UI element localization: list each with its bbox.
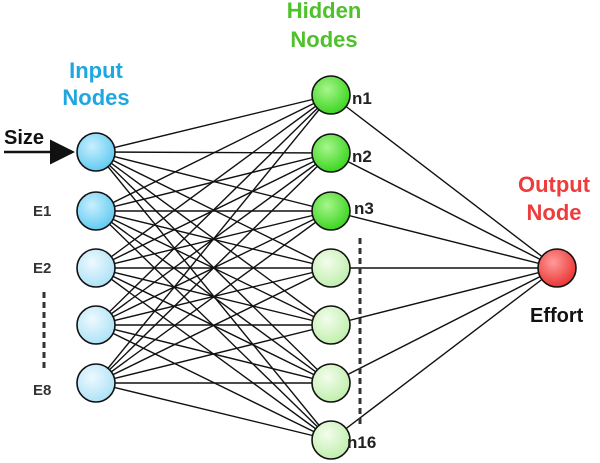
network-nodes xyxy=(76,75,577,460)
n3-label: n3 xyxy=(354,199,374,218)
e1-label: E1 xyxy=(33,203,51,220)
edge-hidden6-output xyxy=(330,267,558,384)
n16-label: n16 xyxy=(347,433,376,452)
hidden-node-6 xyxy=(311,363,351,403)
edge-input5-hidden5 xyxy=(95,324,332,384)
input-node-4 xyxy=(76,305,116,345)
input-node-2 xyxy=(76,191,116,231)
effort-label: Effort xyxy=(530,305,584,327)
hidden-node-3 xyxy=(311,191,351,231)
edge-input5-hidden4 xyxy=(95,267,332,384)
input-header-line2: Nodes xyxy=(62,85,129,110)
edge-input5-hidden1 xyxy=(95,94,332,384)
edge-hidden2-output xyxy=(330,152,558,269)
output-header-line2: Node xyxy=(527,200,582,225)
e8-label: E8 xyxy=(33,382,51,399)
hidden-node-2 xyxy=(311,133,351,173)
input-node-5 xyxy=(76,363,116,403)
hidden-node-1 xyxy=(311,75,351,115)
hidden-node-7 xyxy=(311,420,351,460)
n2-label: n2 xyxy=(352,147,372,166)
hidden-node-5 xyxy=(311,305,351,345)
edge-input5-hidden7 xyxy=(95,382,332,441)
input-node-3 xyxy=(76,248,116,288)
size-label: Size xyxy=(4,127,44,149)
edge-input1-hidden1 xyxy=(95,94,332,153)
hidden-header-line1: Hidden xyxy=(287,0,362,23)
output-node xyxy=(537,248,577,288)
input-header-line1: Input xyxy=(69,58,123,83)
edge-input5-hidden3 xyxy=(95,210,332,384)
edge-hidden1-output xyxy=(330,94,558,269)
n1-label: n1 xyxy=(352,89,372,108)
hidden-node-4 xyxy=(311,248,351,288)
edge-hidden3-output xyxy=(330,210,558,269)
output-header-line1: Output xyxy=(518,172,591,197)
edge-hidden7-output xyxy=(330,267,558,441)
edge-input3-hidden1 xyxy=(95,94,332,269)
e2-label: E2 xyxy=(33,260,51,277)
edge-input2-hidden1 xyxy=(95,94,332,212)
edge-hidden5-output xyxy=(330,267,558,326)
edge-input4-hidden1 xyxy=(95,94,332,326)
edge-input5-hidden2 xyxy=(95,152,332,384)
connection-edges xyxy=(95,94,558,441)
hidden-header-line2: Nodes xyxy=(290,27,357,52)
input-node-1 xyxy=(76,132,116,172)
